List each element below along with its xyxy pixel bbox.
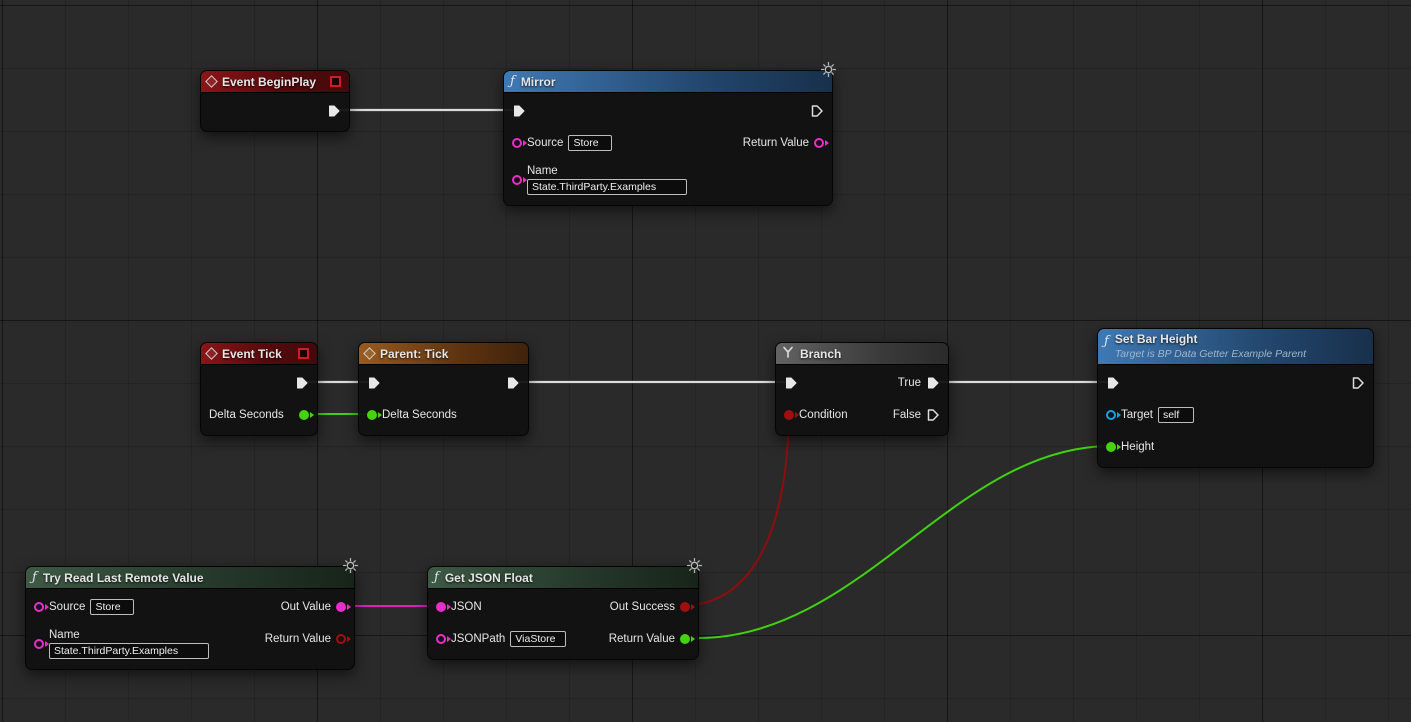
- node-parent-tick[interactable]: Parent: Tick Delta Seconds: [358, 342, 529, 436]
- node-header[interactable]: ƒ Mirror: [504, 71, 832, 93]
- node-set-bar-height[interactable]: ƒ Set Bar Height Target is BP Data Gette…: [1097, 328, 1374, 468]
- pin-name[interactable]: [34, 639, 44, 649]
- pin-out-value[interactable]: [336, 602, 346, 612]
- pin-label: Name: [527, 165, 558, 177]
- pin-json[interactable]: [436, 602, 446, 612]
- node-mirror[interactable]: ƒ Mirror Source Name: [503, 62, 836, 206]
- node-header[interactable]: ƒ Set Bar Height Target is BP Data Gette…: [1098, 329, 1373, 365]
- exec-out-pin[interactable]: [327, 104, 341, 118]
- pin-return-value[interactable]: [336, 634, 346, 644]
- node-event-beginplay[interactable]: Event BeginPlay: [200, 70, 350, 132]
- name-field[interactable]: [49, 643, 209, 659]
- source-field[interactable]: [90, 599, 135, 615]
- exec-in-pin[interactable]: [1106, 376, 1120, 390]
- pin-label: JSON: [451, 601, 482, 613]
- pin-label: Out Success: [609, 601, 675, 613]
- pin-label: Source: [527, 137, 564, 149]
- exec-in-pin[interactable]: [512, 104, 526, 118]
- pin-label: Condition: [799, 409, 848, 421]
- pin-label: JSONPath: [451, 633, 506, 645]
- node-header[interactable]: ƒ Try Read Last Remote Value: [26, 567, 354, 589]
- pin-jsonpath[interactable]: [436, 634, 446, 644]
- gear-icon: [820, 61, 837, 83]
- pin-label: Target: [1121, 409, 1153, 421]
- pin-name[interactable]: [512, 175, 522, 185]
- exec-out-pin[interactable]: [810, 104, 824, 118]
- pin-label: Source: [49, 601, 86, 613]
- gear-icon: [686, 557, 703, 579]
- pin-label: Return Value: [608, 633, 675, 645]
- pin-return-value[interactable]: [814, 138, 824, 148]
- event-badge-icon: [298, 348, 309, 359]
- pin-return-value[interactable]: [680, 634, 690, 644]
- node-title: Set Bar Height: [1114, 332, 1198, 346]
- node-header[interactable]: Parent: Tick: [359, 343, 528, 365]
- pin-label: Return Value: [742, 137, 809, 149]
- exec-out-pin[interactable]: [295, 376, 309, 390]
- pin-delta-seconds-in[interactable]: [367, 410, 377, 420]
- node-header[interactable]: Branch: [776, 343, 948, 365]
- wire-outsuccess-to-condition[interactable]: [686, 417, 790, 607]
- pin-label: Out Value: [280, 601, 331, 613]
- pin-source[interactable]: [512, 138, 522, 148]
- event-icon: [363, 347, 376, 360]
- function-icon: ƒ: [1104, 334, 1109, 349]
- node-event-tick[interactable]: Event Tick Delta Seconds: [200, 342, 318, 436]
- exec-in-pin[interactable]: [784, 376, 798, 390]
- node-header[interactable]: Event Tick: [201, 343, 317, 365]
- pin-target[interactable]: [1106, 410, 1116, 420]
- pin-delta-seconds-out[interactable]: [299, 410, 309, 420]
- event-icon: [205, 347, 218, 360]
- node-header[interactable]: Event BeginPlay: [201, 71, 349, 93]
- node-try-read-last-remote-value[interactable]: ƒ Try Read Last Remote Value Source Name: [25, 558, 358, 670]
- function-icon: ƒ: [510, 74, 515, 89]
- pin-source[interactable]: [34, 602, 44, 612]
- pin-height[interactable]: [1106, 442, 1116, 452]
- pin-label: Delta Seconds: [382, 409, 457, 421]
- pin-label: True: [897, 377, 921, 389]
- gear-icon: [342, 557, 359, 579]
- name-field[interactable]: [527, 179, 687, 195]
- pin-label: Name: [49, 629, 80, 641]
- node-title: Get JSON Float: [444, 570, 533, 585]
- node-subtitle: Target is BP Data Getter Example Parent: [1114, 348, 1307, 360]
- branch-icon: [782, 345, 794, 363]
- node-title: Parent: Tick: [380, 346, 449, 361]
- node-title: Try Read Last Remote Value: [42, 570, 204, 585]
- node-branch[interactable]: Branch Condition True False: [775, 342, 949, 436]
- node-title: Event BeginPlay: [222, 74, 317, 89]
- target-field[interactable]: [1157, 407, 1194, 423]
- pin-out-success[interactable]: [680, 602, 690, 612]
- pin-condition[interactable]: [784, 410, 794, 420]
- exec-out-pin[interactable]: [506, 376, 520, 390]
- function-icon: ƒ: [32, 570, 37, 585]
- event-badge-icon: [330, 76, 341, 87]
- node-get-json-float[interactable]: ƒ Get JSON Float JSON JSONPath Out Succe…: [427, 558, 702, 660]
- pin-label: Height: [1121, 441, 1155, 453]
- exec-false-pin[interactable]: [926, 408, 940, 422]
- source-field[interactable]: [568, 135, 613, 151]
- pin-label: False: [892, 409, 921, 421]
- node-title: Event Tick: [222, 346, 282, 361]
- node-title: Mirror: [520, 74, 556, 89]
- event-icon: [205, 75, 218, 88]
- exec-true-pin[interactable]: [926, 376, 940, 390]
- exec-in-pin[interactable]: [367, 376, 381, 390]
- wire-returnvalue-to-height[interactable]: [686, 445, 1111, 640]
- jsonpath-field[interactable]: [510, 631, 567, 647]
- node-header[interactable]: ƒ Get JSON Float: [428, 567, 698, 589]
- node-title: Branch: [800, 346, 842, 361]
- function-icon: ƒ: [434, 570, 439, 585]
- pin-label: Delta Seconds: [209, 409, 284, 421]
- pin-label: Return Value: [264, 633, 331, 645]
- exec-out-pin[interactable]: [1351, 376, 1365, 390]
